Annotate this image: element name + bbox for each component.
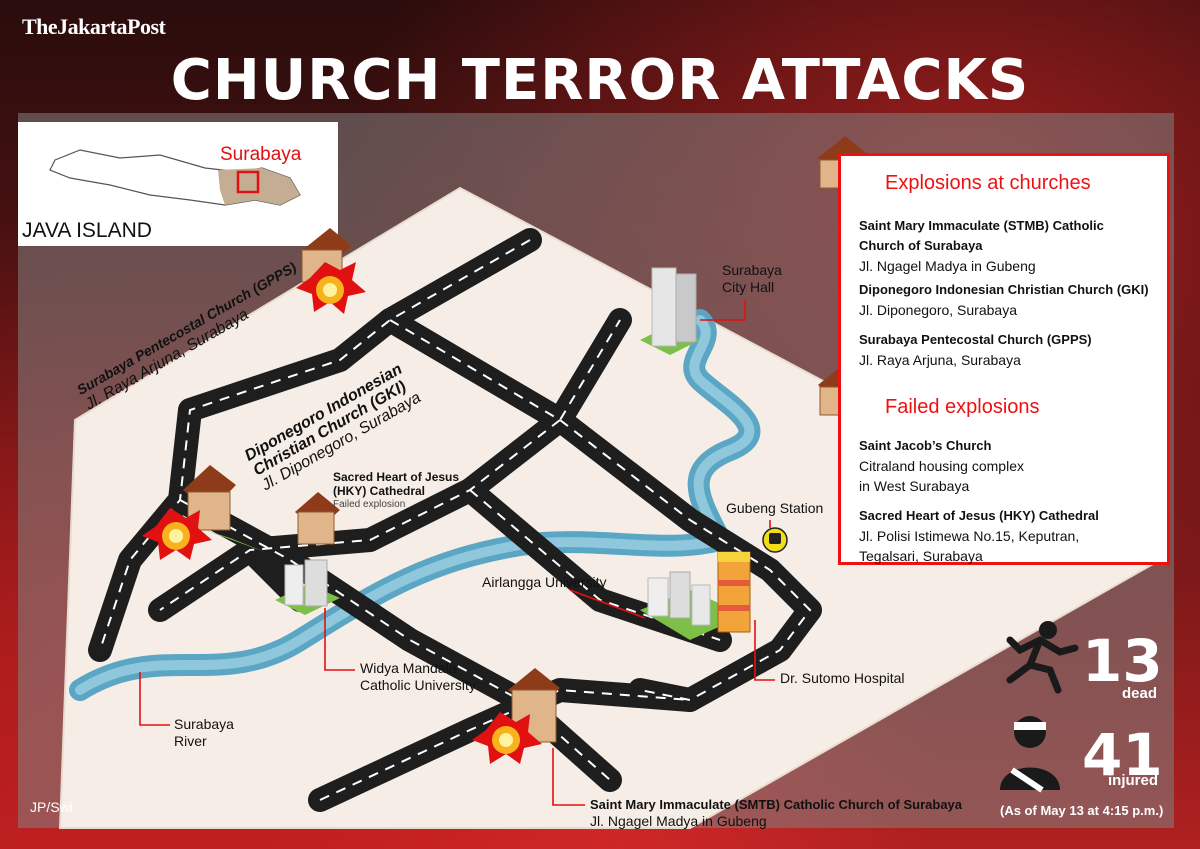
legend-explosion-item-3: Surabaya Pentecostal Church (GPPS) Jl. R… — [859, 332, 1092, 368]
widya-mandala-icon — [275, 559, 340, 615]
sutomo-hospital-label: Dr. Sutomo Hospital — [780, 670, 905, 686]
legend-box: Explosions at churches Saint Mary Immacu… — [838, 153, 1170, 565]
sutomo-hospital-icon — [717, 551, 751, 633]
legend-failed-item-2: Sacred Heart of Jesus (HKY) Cathedral Jl… — [859, 508, 1099, 564]
image-credit: JP/Swi — [30, 799, 73, 815]
dead-label: dead — [1122, 685, 1158, 702]
brand-logo: TheJakartaPost — [22, 14, 166, 39]
city-hall-label: Surabaya City Hall — [722, 262, 782, 295]
running-person-icon — [1006, 621, 1079, 694]
injured-label: injured — [1108, 772, 1159, 789]
gubeng-station-icon — [762, 527, 788, 553]
legend-explosions-heading: Explosions at churches — [885, 172, 1091, 194]
explosion-stmb-icon — [472, 712, 542, 764]
leader-lines — [139, 300, 775, 806]
dead-count: 13 — [1082, 627, 1163, 695]
church-stmb-icon — [508, 668, 560, 743]
as-of-note: (As of May 13 at 4:15 p.m.) — [1000, 803, 1164, 818]
inset-island-label: JAVA ISLAND — [22, 219, 152, 242]
explosion-gki-icon — [142, 508, 212, 560]
page-title: CHURCH TERROR ATTACKS — [170, 48, 1030, 113]
map-ground — [58, 186, 1163, 829]
surabaya-marker — [236, 170, 260, 194]
injured-count: 41 — [1082, 721, 1163, 789]
gubeng-station-label: Gubeng Station — [726, 500, 824, 516]
legend-explosion-item-1: Saint Mary Immaculate (STMB) Catholic Ch… — [859, 218, 1104, 274]
legend-explosion-item-2: Diponegoro Indonesian Christian Church (… — [859, 282, 1149, 318]
injured-person-icon — [1000, 716, 1060, 793]
airlangga-label: Airlangga University — [482, 574, 607, 590]
inset-city-label: Surabaya — [220, 144, 302, 165]
explosion-gpps-icon — [296, 262, 366, 314]
church-hky-icon — [295, 492, 340, 545]
airlangga-university-icon — [640, 571, 745, 640]
legend-failed-heading: Failed explosions — [885, 396, 1040, 418]
hky-map-label: Sacred Heart of Jesus (HKY) Cathedral Fa… — [333, 470, 460, 510]
stmb-map-label: Saint Mary Immaculate (SMTB) Catholic Ch… — [590, 797, 963, 829]
city-hall-icon — [640, 267, 700, 355]
surabaya-river-label: Surabaya River — [174, 716, 234, 749]
church-gki-icon — [183, 465, 265, 552]
legend-failed-item-1: Saint Jacob’s Church Citraland housing c… — [859, 438, 1024, 494]
widya-mandala-label: Widya Mandala Catholic University — [360, 660, 476, 693]
